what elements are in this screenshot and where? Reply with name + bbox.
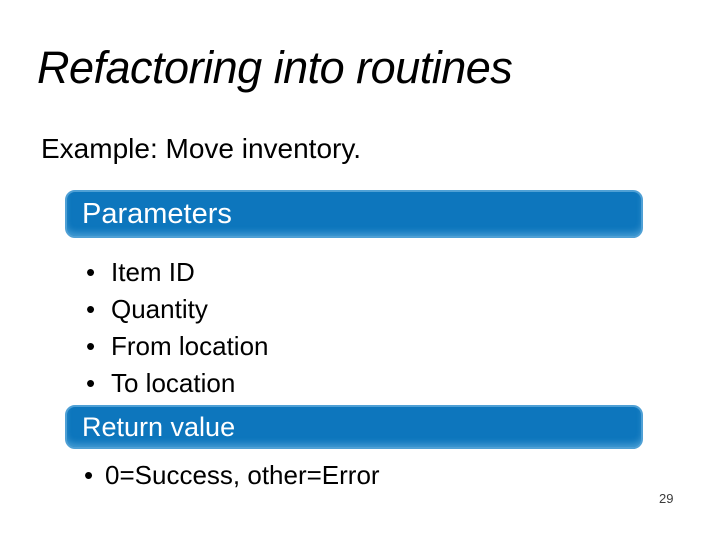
- parameters-bullet-list: • Item ID • Quantity • From location • T…: [86, 254, 269, 402]
- return-value-bullet-list: • 0=Success, other=Error: [84, 457, 380, 494]
- slide-subtitle: Example: Move inventory.: [41, 133, 362, 164]
- section-header-return-value-label: Return value: [82, 411, 236, 442]
- bullet-marker-icon: •: [86, 294, 96, 324]
- bullet-marker-icon: •: [86, 331, 96, 361]
- section-header-return-value: Return value: [65, 405, 643, 449]
- bullet-text: From location: [111, 331, 269, 361]
- section-header-parameters-label: Parameters: [82, 197, 232, 230]
- list-item: • Quantity: [86, 291, 269, 328]
- page-number: 29: [659, 491, 674, 506]
- bullet-text: Item ID: [111, 257, 195, 287]
- list-item: • To location: [86, 365, 269, 402]
- bullet-marker-icon: •: [86, 257, 96, 287]
- slide-title: Refactoring into routines: [37, 42, 513, 93]
- section-header-parameters: Parameters: [65, 190, 643, 238]
- bullet-marker-icon: •: [86, 368, 96, 398]
- list-item: • Item ID: [86, 254, 269, 291]
- list-item: • 0=Success, other=Error: [84, 457, 380, 494]
- list-item: • From location: [86, 328, 269, 365]
- bullet-text: 0=Success, other=Error: [105, 460, 380, 490]
- bullet-text: To location: [111, 368, 236, 398]
- bullet-text: Quantity: [111, 294, 208, 324]
- bullet-marker-icon: •: [84, 460, 94, 490]
